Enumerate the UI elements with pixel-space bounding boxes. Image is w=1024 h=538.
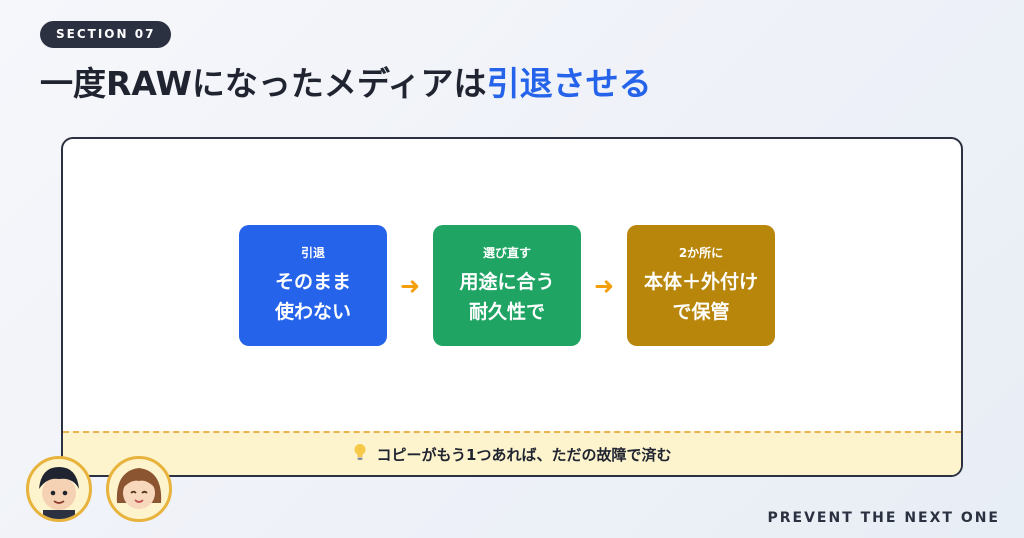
step-reselect: 選び直す 用途に合う 耐久性で [433,225,581,346]
tip-bar: コピーがもう1つあれば、ただの故障で済む [63,431,961,475]
step-text-line2: で保管 [672,301,730,323]
step-label: 選び直す [482,246,531,260]
tip-text: コピーがもう1つあれば、ただの故障で済む [376,445,672,464]
step-retire: 引退 そのまま 使わない [239,225,387,346]
process-flow: 引退 そのまま 使わない ➜ 選び直す 用途に合う 耐久性で ➜ 2か所に 本体… [239,225,775,346]
step-text-line1: 本体＋外付け [643,271,758,293]
step-label: 引退 [300,246,325,260]
section-label: SECTION 07 [40,21,172,48]
step-two-locations: 2か所に 本体＋外付け で保管 [627,225,775,346]
step-text-line1: 用途に合う [459,271,555,293]
page-title: 一度RAWになったメディアは引退させる [40,57,652,105]
step-text-line1: そのまま [274,271,351,293]
step-text-line2: 耐久性で [468,301,545,323]
arrow-right-icon: ➜ [593,271,615,300]
title-accent: 引退させる [486,64,652,103]
title-main: 一度RAWになったメディアは [40,64,487,103]
avatar-girl [106,456,172,522]
content-card: 引退 そのまま 使わない ➜ 選び直す 用途に合う 耐久性で ➜ 2か所に 本体… [61,137,963,477]
step-label: 2か所に [678,246,724,260]
footer-tagline: PREVENT THE NEXT ONE [767,510,1000,526]
avatar-boy [26,456,92,522]
lightbulb-icon [353,443,367,465]
arrow-right-icon: ➜ [399,271,421,300]
step-text-line2: 使わない [274,301,351,323]
